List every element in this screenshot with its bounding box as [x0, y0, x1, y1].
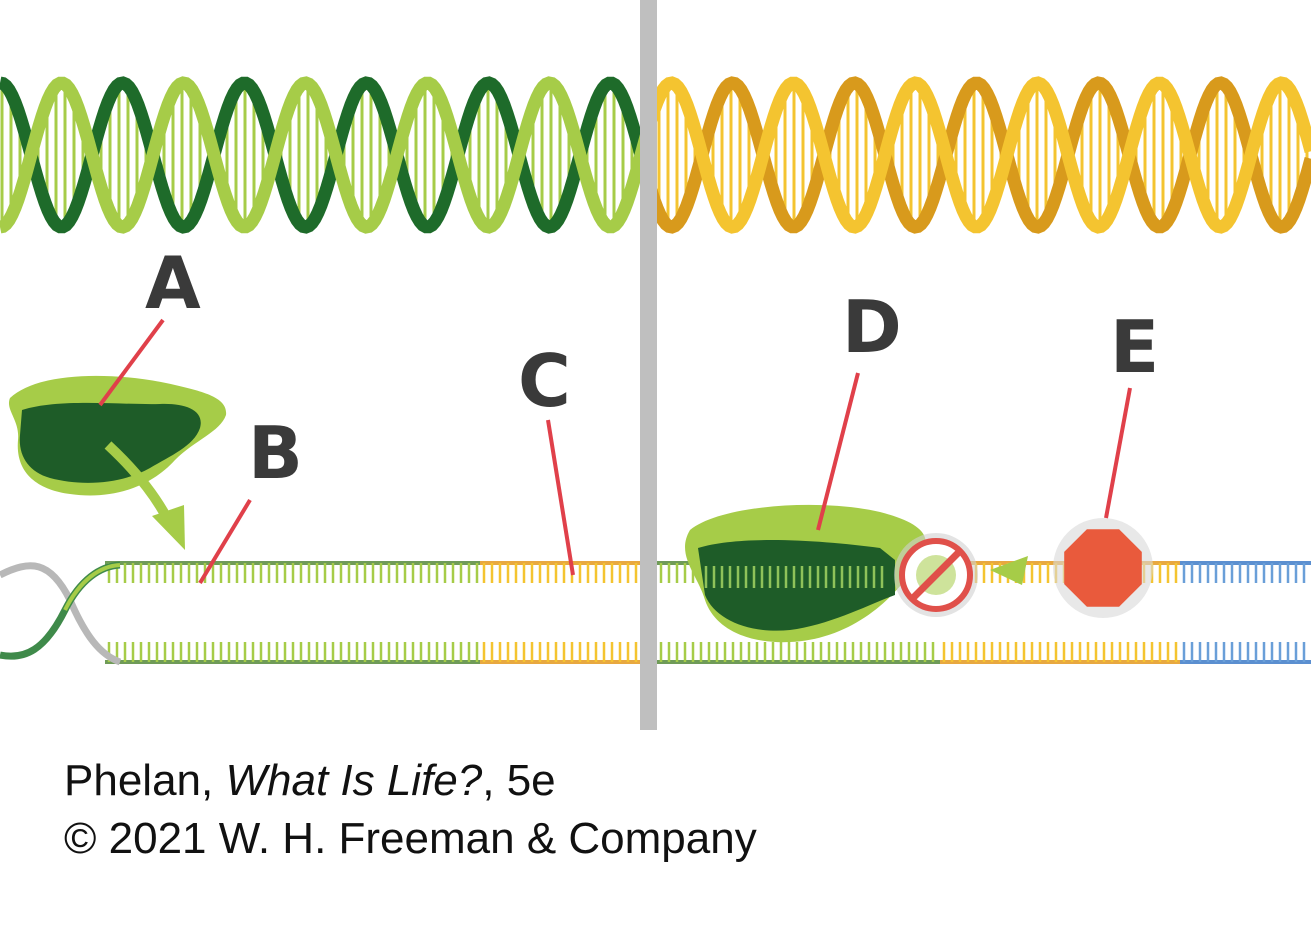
- label-a: A: [145, 241, 201, 325]
- no-symbol-icon: [894, 533, 1028, 617]
- dna-replication-diagram: A B C D E: [0, 0, 1311, 730]
- label-d: D: [842, 285, 902, 369]
- pointer-b: [198, 498, 252, 585]
- label-e: E: [1110, 305, 1159, 389]
- citation-edition: , 5e: [482, 756, 556, 805]
- enzyme-d-icon: [685, 504, 926, 643]
- small-arrow-icon: [990, 556, 1028, 585]
- pointer-c: [546, 419, 575, 576]
- pointer-a: [98, 318, 165, 407]
- citation-author: Phelan,: [64, 756, 214, 805]
- vertical-divider: [640, 0, 657, 730]
- citation-line: Phelan, What Is Life?, 5e: [64, 752, 757, 810]
- double-helix: [0, 76, 1311, 234]
- label-c: C: [518, 339, 571, 423]
- copyright-line: © 2021 W. H. Freeman & Company: [64, 814, 757, 863]
- label-b: B: [248, 411, 303, 495]
- enzyme-a-icon: [8, 375, 227, 550]
- credit-block: Phelan, What Is Life?, 5e © 2021 W. H. F…: [64, 752, 757, 868]
- citation-book-title: What Is Life?: [225, 756, 483, 805]
- pointer-e: [1104, 387, 1132, 519]
- helix-strand-right-back: [641, 76, 1311, 234]
- pointer-d: [816, 372, 860, 531]
- helix-strand-right-front: [641, 76, 1311, 234]
- helix-strand-left-front: [0, 76, 655, 234]
- arrowhead-icon: [152, 505, 185, 550]
- enzyme-d-ticks: [704, 566, 884, 588]
- stop-octagon-icon: [1053, 518, 1153, 618]
- helix-strand-left-back: [0, 76, 655, 234]
- dna-ladder: [105, 561, 1311, 664]
- coiled-dna-end: [0, 561, 122, 666]
